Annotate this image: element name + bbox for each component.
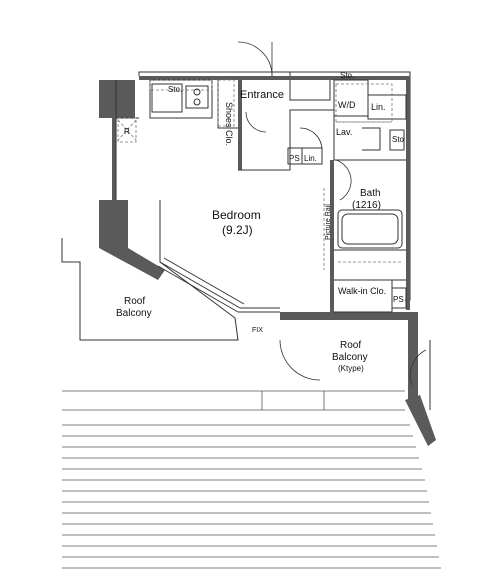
label-ps-entry: PS [289,154,300,163]
label-roof-balcony-left-1: Roof [124,296,145,307]
label-sto-kitchen: Sto. [168,85,182,94]
walls [99,76,436,446]
label-wd: W/D [338,100,356,110]
label-roof-balcony-right-1: Roof [340,340,361,351]
label-entrance: Entrance [240,89,284,101]
label-picture-rail: Picture Rail [325,204,332,240]
label-ktype: (Ktype) [338,364,364,373]
label-bath-size: (1216) [352,200,381,211]
label-shoes-clo: Shoes Clo. [224,102,234,146]
label-lin-entry: Lin. [304,154,317,163]
diagonal-window [157,257,280,313]
label-ps-walkin: PS [393,295,404,304]
door-swings [237,41,427,386]
label-sto-wd: Sto. [340,71,354,80]
label-bedroom: Bedroom [212,208,261,222]
bathtub [337,209,403,249]
label-roof-balcony-right-2: Balcony [332,352,368,363]
deck-hatching [62,390,441,569]
entrance-door-arc [237,41,273,77]
structural-column-left [99,200,165,280]
label-fix: FIX [252,327,263,334]
label-lin-top: Lin. [371,102,386,112]
label-walkin-clo: Walk-in Clo. [338,286,386,296]
structural-column-top [99,80,135,118]
label-lav: Lav. [336,127,352,137]
dashed-fixtures [117,79,402,270]
label-sto-lav: Sto [392,135,405,144]
label-roof-balcony-left-2: Balcony [116,308,152,319]
label-bedroom-size: (9.2J) [222,223,253,237]
wall-corner-right [405,395,436,446]
label-bath: Bath [360,188,381,199]
label-refrigerator: R [124,127,130,136]
